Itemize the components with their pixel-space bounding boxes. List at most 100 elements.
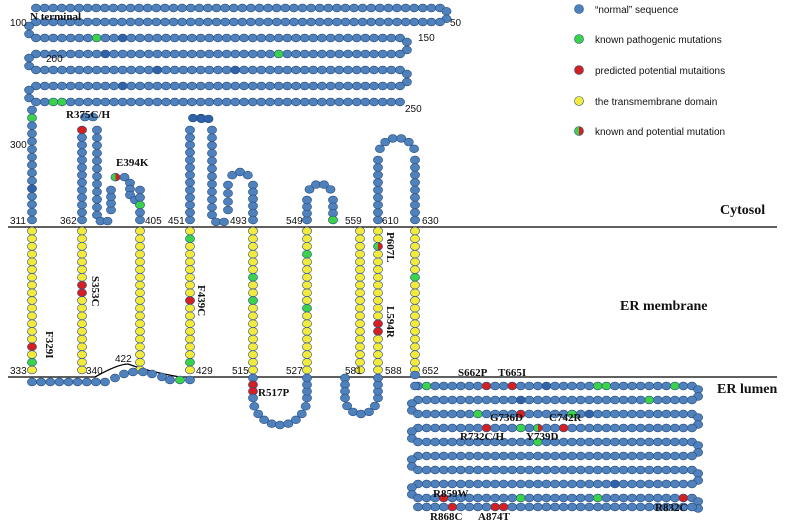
residue-bead	[421, 502, 432, 512]
residue-bead	[687, 479, 697, 489]
residue-bead	[627, 493, 637, 503]
residue-bead	[325, 81, 336, 91]
residue-bead	[185, 234, 195, 243]
residue-bead	[558, 437, 569, 447]
residue-bead	[410, 370, 420, 380]
residue-bead	[377, 65, 388, 75]
residue-bead	[207, 210, 217, 220]
residue-bead	[360, 65, 371, 75]
residue-bead	[135, 273, 145, 282]
residue-bead	[693, 441, 703, 450]
residue-bead	[373, 304, 383, 313]
residue-bead	[83, 97, 93, 107]
residue-bead	[110, 173, 121, 182]
residue-bead	[410, 185, 420, 195]
residue-bead	[366, 3, 377, 13]
residue-bead	[302, 358, 312, 367]
residue-bead	[282, 97, 293, 107]
residue-bead	[533, 493, 543, 503]
residue-bead	[254, 17, 265, 27]
residue-bead	[306, 3, 316, 13]
residue-bead	[410, 193, 420, 202]
residue-bead	[373, 311, 383, 321]
residue-bead	[219, 217, 229, 227]
residue-bead	[27, 280, 37, 290]
residue-bead	[254, 3, 265, 13]
residue-bead	[291, 33, 301, 43]
residue-bead	[299, 33, 310, 43]
legend: “normal” sequence known pathogenic mutat…	[574, 4, 725, 138]
residue-bead	[558, 451, 569, 461]
residue-bead	[515, 381, 526, 391]
residue-bead	[290, 415, 301, 424]
residue-bead	[498, 465, 509, 475]
residue-bead	[178, 49, 189, 59]
residue-bead	[355, 273, 365, 282]
residue-bead	[635, 502, 646, 512]
residue-bead	[610, 465, 620, 475]
residue-bead	[185, 350, 195, 359]
residue-bead	[334, 97, 345, 107]
residue-bead	[27, 319, 37, 328]
residue-bead	[65, 65, 76, 75]
mutation-label-r517p: R517P	[258, 387, 289, 399]
residue-bead	[195, 65, 206, 75]
residue-bead	[135, 342, 145, 351]
residue-bead	[143, 81, 154, 91]
residue-bead	[438, 409, 449, 419]
residue-bead	[248, 194, 258, 204]
residue-bead	[387, 134, 398, 143]
residue-bead	[314, 17, 325, 27]
residue-bead	[670, 451, 680, 461]
residue-bead	[48, 97, 59, 107]
residue-bead	[256, 33, 267, 43]
residue-bead	[373, 193, 383, 202]
residue-bead	[187, 97, 197, 107]
residue-bead	[413, 502, 423, 512]
residue-bead	[430, 395, 440, 405]
residue-bead	[27, 288, 37, 297]
residue-bead	[91, 377, 101, 387]
residue-bead	[515, 437, 526, 447]
residue-bead	[678, 451, 689, 461]
residue-bead	[355, 350, 365, 359]
residue-bead	[541, 493, 552, 503]
residue-bead	[185, 311, 195, 321]
residue-bead	[291, 49, 301, 59]
residue-bead	[92, 164, 102, 173]
residue-bead	[481, 493, 492, 503]
residue-bead	[143, 33, 154, 43]
residue-bead	[410, 334, 420, 344]
residue-bead	[610, 479, 620, 489]
residue-bead	[584, 423, 595, 433]
residue-bead	[230, 49, 241, 59]
residue-bead	[490, 395, 500, 405]
residue-bead	[351, 65, 362, 75]
residue-bead	[125, 17, 136, 27]
residue-bead	[77, 133, 87, 142]
residue-bead	[410, 327, 420, 336]
residue-bead	[245, 3, 256, 13]
residue-bead	[77, 242, 87, 251]
residue-bead	[524, 451, 535, 461]
residue-bead	[558, 381, 569, 391]
residue-bead	[185, 148, 195, 157]
residue-bead	[126, 65, 137, 75]
residue-bead	[213, 49, 223, 59]
residue-bead	[498, 479, 509, 489]
residue-bead	[373, 265, 383, 274]
residue-bead	[325, 185, 336, 194]
residue-bead	[351, 49, 362, 59]
residue-bead	[592, 437, 603, 447]
residue-bead	[438, 451, 449, 461]
residue-bead	[386, 97, 397, 107]
residue-bead	[377, 33, 388, 43]
residue-bead	[401, 69, 412, 79]
residue-bead	[355, 319, 365, 328]
residue-bead	[498, 502, 509, 512]
residue-bead	[185, 242, 195, 251]
residue-bead	[77, 226, 87, 236]
residue-bead	[299, 97, 310, 107]
residue-bead	[143, 49, 154, 59]
residue-bead	[490, 381, 500, 391]
